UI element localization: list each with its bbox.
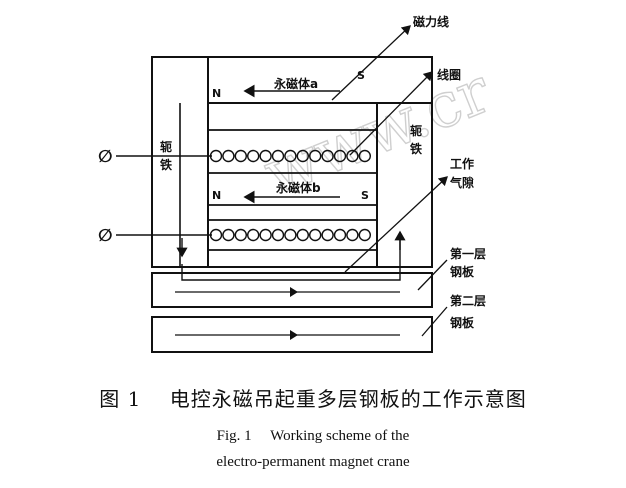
coil-turn (284, 228, 297, 242)
pole-n-top: N (212, 87, 221, 100)
terminal-bottom: ∅ (98, 226, 113, 246)
coil-turn (234, 228, 248, 242)
plate-1-label-1: 第一层 (450, 246, 486, 261)
coil-turn (333, 228, 347, 242)
pole-n-bottom: N (212, 189, 221, 202)
yoke-right-label-1: 轭 (410, 123, 422, 138)
coil-row-bottom (209, 228, 371, 242)
plate-1-label-2: 钢板 (450, 264, 475, 279)
coil-turn (234, 149, 248, 163)
yoke-left-label-2: 铁 (160, 157, 172, 172)
coil-turn (222, 149, 235, 163)
magnet-a-label: 永磁体a (273, 76, 318, 91)
coil-turn (271, 149, 285, 163)
coil-turn (346, 149, 359, 163)
steel-plate-1 (151, 272, 433, 308)
steel-plate-2 (151, 316, 433, 353)
coil-turn (284, 149, 297, 163)
flux-line-label: 磁力线 (412, 14, 449, 29)
coil-turn (358, 149, 371, 163)
coil-turn (358, 228, 371, 242)
magnet-b-label: 永磁体b (275, 180, 321, 195)
pole-s-bottom: S (361, 189, 369, 202)
coil-turn (259, 149, 272, 163)
leader-coil (349, 71, 433, 156)
air-gap-label-1: 工作 (450, 156, 474, 171)
coil-turn (246, 228, 260, 242)
coil-turn (309, 149, 322, 163)
crane-schematic: www.cr N S N S 永磁体a 永磁体b 轭 铁 轭 铁 ∅ ∅ (98, 14, 501, 353)
yoke-right-label-2: 铁 (410, 141, 422, 156)
coil-turn (271, 228, 285, 242)
leader-plate-1 (417, 259, 448, 291)
coil-turn (321, 228, 334, 242)
coil-turn (296, 228, 309, 242)
terminal-top: ∅ (98, 147, 113, 167)
coil-turn (309, 228, 322, 242)
plate-2-label-2: 钢板 (450, 315, 475, 330)
figure-caption-cn: 图 1 电控永磁吊起重多层钢板的工作示意图 (99, 387, 527, 411)
pole-s-top: S (357, 69, 365, 82)
leader-flux-line (331, 25, 411, 101)
coil-turn (321, 149, 334, 163)
air-gap-label-2: 气隙 (449, 175, 474, 190)
plate-2-label-1: 第二层 (450, 293, 486, 308)
yoke-left-label-1: 轭 (160, 139, 172, 154)
coil-turn (346, 228, 359, 242)
coil-label: 线圈 (437, 67, 461, 82)
leader-plate-2 (421, 306, 448, 337)
coil-turn (246, 149, 260, 163)
coil-turn (259, 228, 272, 242)
coil-turn (296, 149, 309, 163)
leader-air-gap (344, 176, 448, 273)
coil-turn (222, 228, 235, 242)
figure-caption-en-line2: electro-permanent magnet crane (216, 454, 410, 470)
coil-turn (209, 228, 223, 242)
coil-turn (333, 149, 347, 163)
coil-turn (209, 149, 223, 163)
figure-caption-en-line1: Fig. 1 Working scheme of the (216, 428, 410, 444)
